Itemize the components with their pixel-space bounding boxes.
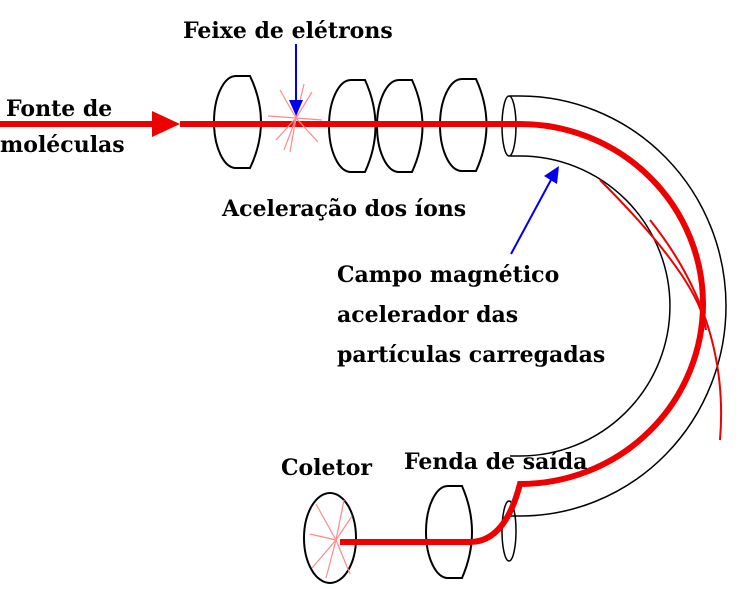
magnetic-field-label-line2: acelerador das — [337, 302, 519, 328]
electron-arrow — [289, 44, 303, 116]
electrode-plates — [213, 75, 488, 584]
exit-slit-label: Fenda de saída — [404, 449, 588, 475]
magnetic-field-label-line1: Campo magnético — [337, 262, 560, 288]
electron-beam-label: Feixe de elétrons — [183, 18, 393, 44]
collector-spray — [309, 499, 353, 579]
ion-acceleration-label: Aceleração dos íons — [222, 196, 467, 222]
field-arrow — [510, 166, 559, 255]
collector-label: Coletor — [281, 455, 372, 481]
molecule-source-label-line1: Fonte de — [6, 96, 113, 122]
ion-beam — [0, 111, 723, 545]
molecule-source-label-line2: moléculas — [0, 132, 125, 158]
magnetic-field-label-line3: partículas carregadas — [337, 342, 606, 368]
curved-magnetic-tube — [501, 95, 727, 562]
exit-slit-plate — [425, 485, 473, 579]
